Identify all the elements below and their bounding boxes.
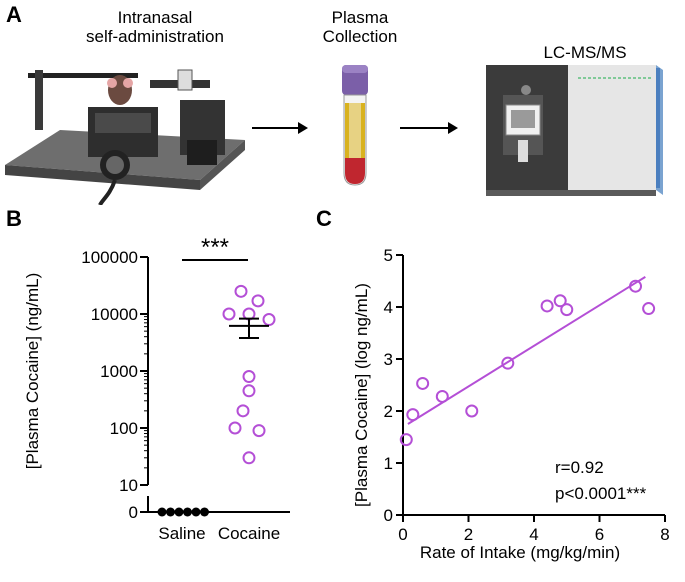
y-tick-label: 5 (384, 246, 393, 265)
y-tick-label: 4 (384, 298, 393, 317)
step-3-line-1: LC-MS/MS (543, 43, 627, 62)
cocaine-point (228, 421, 242, 435)
cocaine-point (236, 404, 250, 418)
x-tick-label: 6 (595, 525, 604, 544)
cocaine-point (242, 451, 256, 465)
x-tick-label: 2 (464, 525, 473, 544)
self-administration-apparatus-icon (5, 69, 245, 205)
saline-point (200, 507, 209, 517)
data-point (553, 294, 567, 308)
cocaine-point (251, 294, 265, 308)
data-point (399, 433, 413, 447)
cocaine-point (222, 307, 236, 321)
data-point (435, 389, 449, 403)
step-plasma-collection-label: Plasma Collection (300, 8, 420, 46)
y-tick-label: 100 (110, 419, 138, 438)
panel-b-letter: B (6, 206, 22, 231)
significance-label: *** (201, 234, 229, 261)
y-tick-label: 0 (129, 503, 138, 522)
x-tick-label: Saline (158, 524, 205, 543)
arrow-icon-1 (252, 122, 308, 134)
cocaine-point (252, 424, 266, 438)
saline-point (166, 507, 175, 517)
y-axis-label: [Plasma Cocaine] (ng/mL) (23, 273, 42, 470)
saline-point (157, 507, 167, 517)
step-1-line-1: Intranasal (117, 8, 193, 27)
y-tick-label: 0 (384, 506, 393, 525)
data-point (560, 303, 574, 317)
step-2-line-1: Plasma (331, 8, 389, 27)
x-axis-label: Rate of Intake (mg/kg/min) (420, 543, 620, 562)
blood-tube-icon (342, 65, 368, 186)
cocaine-point (242, 370, 256, 384)
data-point (629, 279, 643, 293)
arrow-icon-2 (400, 122, 458, 134)
panel-c-letter: C (316, 206, 332, 231)
step-self-administration-label: Intranasal self-administration (45, 8, 265, 46)
x-tick-label: Cocaine (218, 524, 280, 543)
data-point (501, 356, 515, 370)
y-axis-label: [Plasma Cocaine] (log ng/mL) (352, 283, 371, 507)
data-point (540, 299, 554, 313)
step-1-line-2: self-administration (86, 27, 224, 46)
saline-point (183, 507, 192, 517)
saline-point (174, 507, 184, 517)
cocaine-point (262, 313, 276, 327)
data-point (465, 404, 479, 418)
correlation-annotation: r=0.92 (555, 458, 604, 477)
y-tick-label: 10 (119, 476, 138, 495)
y-tick-label: 2 (384, 402, 393, 421)
p-value-annotation: p<0.0001*** (555, 484, 647, 503)
lc-ms-instrument-icon (486, 65, 663, 196)
panel-b-chart: 0 10 100 1000 10000 100000 [Plasma Cocaine] (n… (23, 234, 290, 543)
y-tick-label: 1 (384, 454, 393, 473)
y-tick-label: 100000 (81, 248, 138, 267)
cocaine-point (242, 384, 256, 398)
cocaine-point (234, 284, 248, 298)
y-tick-label: 3 (384, 350, 393, 369)
x-tick-label: 4 (529, 525, 538, 544)
panel-c-chart: 0 1 2 3 4 5 0 2 4 6 8 [Plasma Cocaine] (log ng/mL) R… (352, 246, 670, 562)
x-tick-label: 0 (398, 525, 407, 544)
data-point (642, 302, 656, 316)
y-tick-label: 10000 (91, 305, 138, 324)
y-tick-label: 1000 (100, 362, 138, 381)
step-2-line-2: Collection (322, 27, 398, 46)
step-lcms-label: LC-MS/MS (525, 43, 645, 62)
panel-a-letter: A (6, 2, 22, 27)
data-point (416, 376, 430, 390)
saline-point (191, 507, 201, 517)
x-tick-label: 8 (660, 525, 669, 544)
data-point (406, 408, 420, 422)
